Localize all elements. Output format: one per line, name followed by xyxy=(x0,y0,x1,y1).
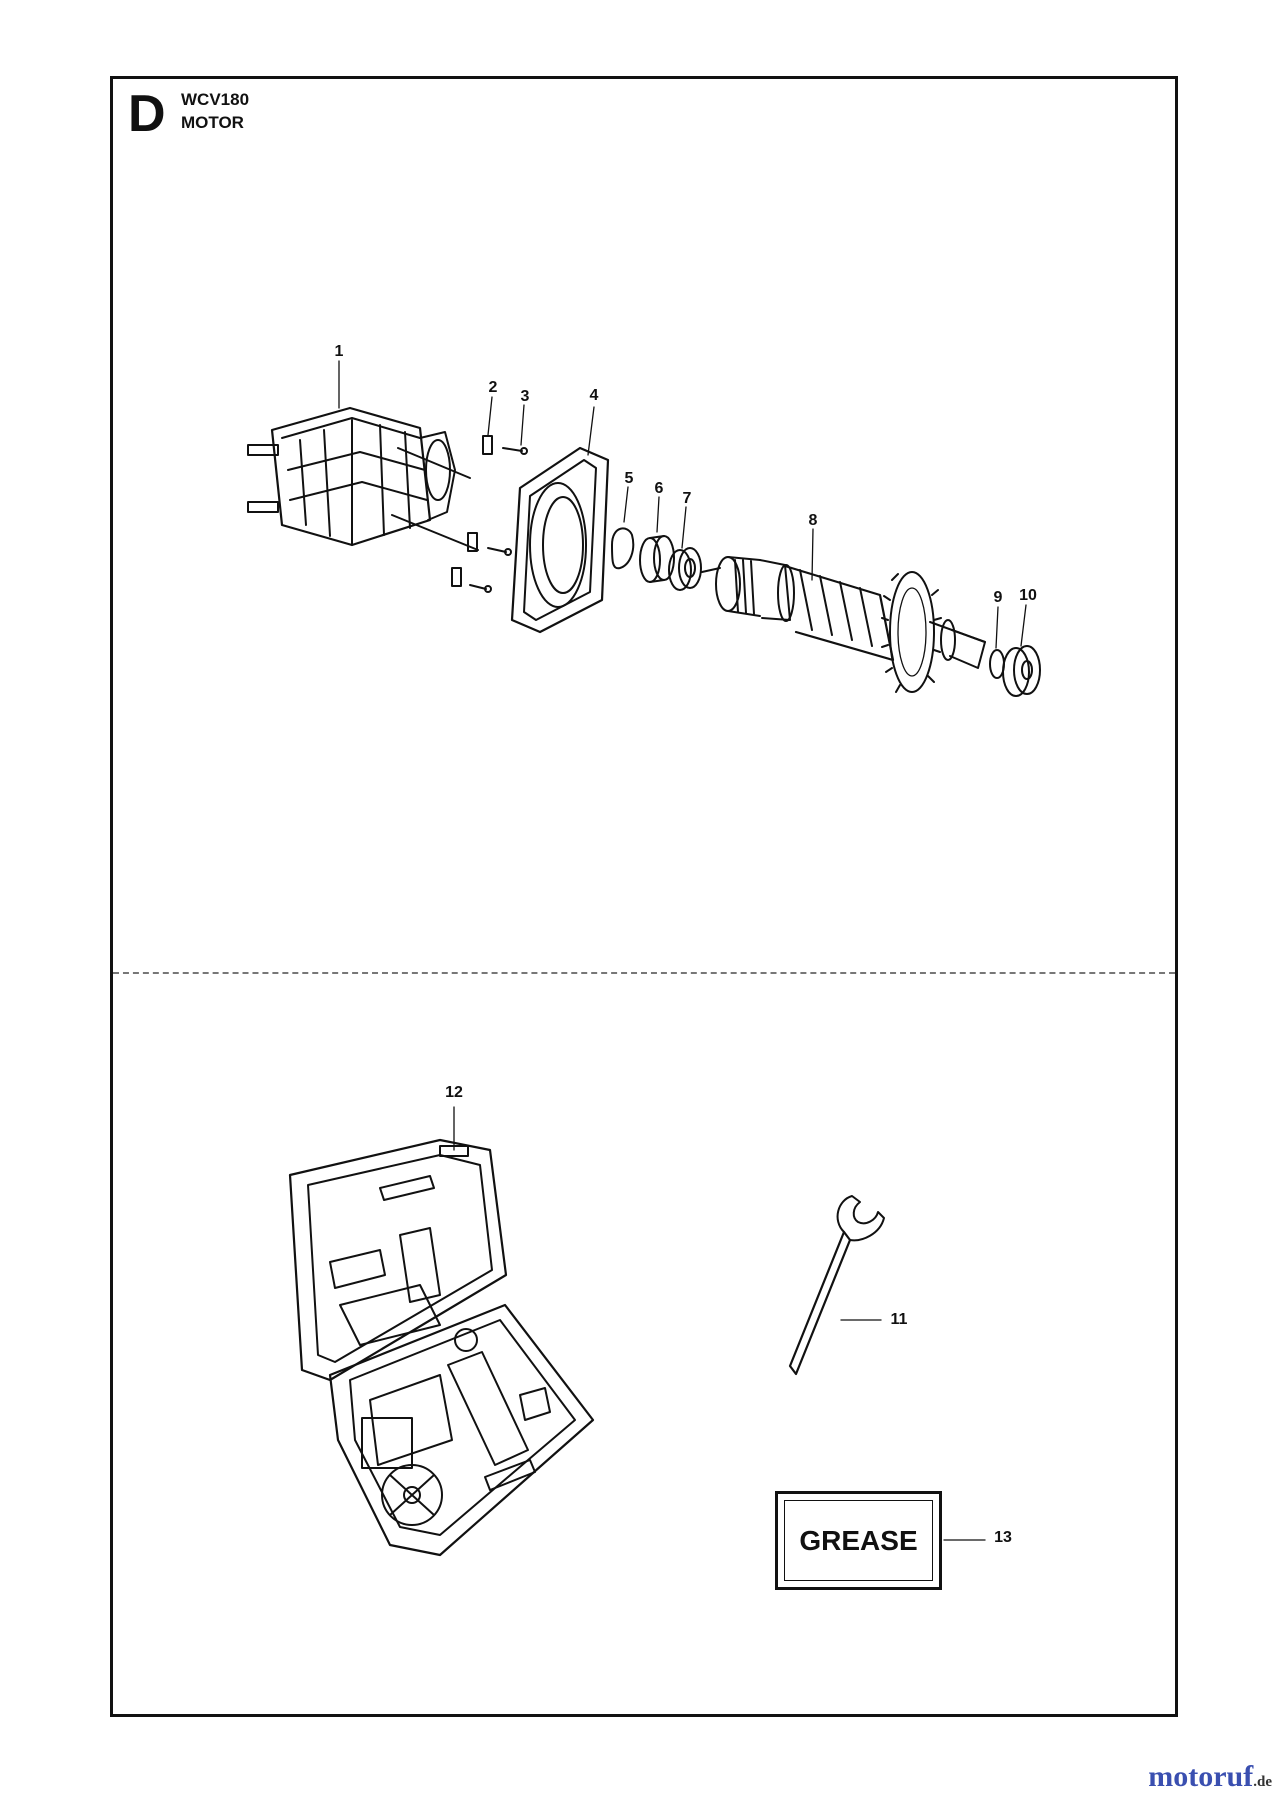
section-letter: D xyxy=(128,85,166,143)
callout-12: 12 xyxy=(445,1084,463,1101)
callout-9: 9 xyxy=(993,589,1003,606)
callout-8: 8 xyxy=(808,512,818,529)
spanner-wrench-icon xyxy=(788,1195,885,1376)
ball-bearing-icon xyxy=(668,547,702,591)
end-plate-icon xyxy=(510,446,610,634)
stator-icon xyxy=(247,406,479,551)
bearing-sleeve-icon xyxy=(639,535,675,583)
callout-3: 3 xyxy=(520,388,530,405)
watermark: motoruf.de xyxy=(1148,1760,1272,1793)
ball-bearing-icon xyxy=(1002,645,1041,697)
carrying-case-icon xyxy=(288,1138,595,1557)
screw-icon xyxy=(469,447,528,593)
brush-holder-icon xyxy=(451,435,493,587)
section-divider xyxy=(113,972,1175,974)
watermark-brand: motoruf xyxy=(1148,1760,1254,1793)
callout-13: 13 xyxy=(994,1529,1012,1546)
watermark-tld: de xyxy=(1257,1774,1272,1790)
callout-1: 1 xyxy=(334,343,344,360)
section-title: MOTOR xyxy=(181,113,244,132)
callout-7: 7 xyxy=(682,490,692,507)
callout-11: 11 xyxy=(890,1311,908,1328)
grease-label: GREASE xyxy=(799,1524,918,1556)
callout-4: 4 xyxy=(589,387,599,404)
grease-label-inner: GREASE xyxy=(784,1500,933,1581)
grease-label-box: GREASE xyxy=(775,1491,942,1590)
diagram-frame xyxy=(110,76,1178,1717)
callout-6: 6 xyxy=(654,480,664,497)
washer-icon xyxy=(989,649,1005,679)
washer-icon xyxy=(611,527,635,570)
model-number: WCV180 xyxy=(181,90,250,109)
callout-10: 10 xyxy=(1019,587,1037,604)
callout-5: 5 xyxy=(624,470,634,487)
leader-lines xyxy=(338,360,1027,1541)
armature-icon xyxy=(701,556,986,693)
callout-2: 2 xyxy=(488,379,498,396)
